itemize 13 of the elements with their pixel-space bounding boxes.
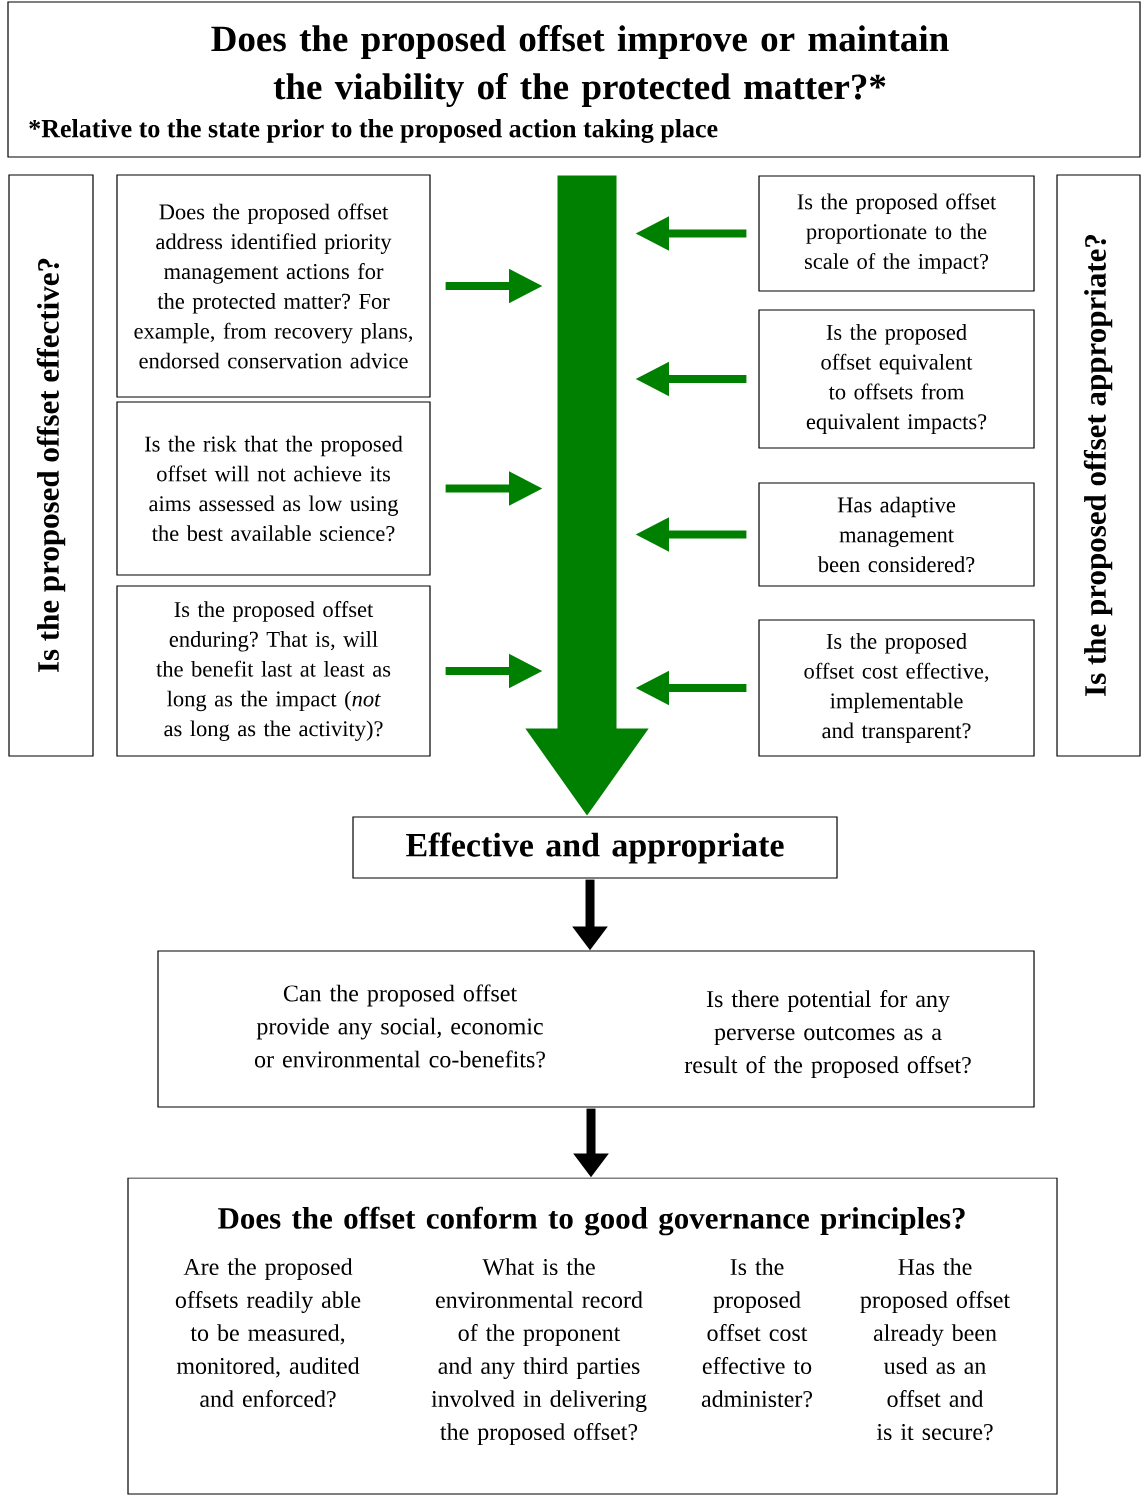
result-box: Effective and appropriate: [352, 816, 838, 879]
question-box: Is the proposed offset proportionate to the scale of the impact?: [758, 175, 1035, 292]
question-box: Is the proposed offset equivalent to offsets from equivalent impacts?: [758, 309, 1035, 449]
question-box: Can the proposed offset provide any social, economic or environmental co-benefits? Is there potential for any perverse outcomes as a result of the proposed offset?: [157, 950, 1035, 1108]
governance-panel: Does the offset conform to good governance principles? Are the proposed offsets readily able to be measured, monitored, audited and enforced? What is the environmental record of the proponent and any third parties involved in delivering the proposed offset? Is the proposed offset cost effective to administer? Has the proposed offset already been used as an offset and is it secure?: [127, 1177, 1058, 1495]
question-box: Is the proposed offset cost effective, implementable and transparent?: [758, 619, 1035, 757]
question-box: Is the risk that the proposed offset will not achieve its aims assessed as low using the best available science?: [116, 401, 431, 576]
question-box: Has adaptive management been considered?: [758, 482, 1035, 587]
title-box: Does the proposed offset improve or maintain the viability of the protected matter?* *Relative to the state prior to the proposed action taking place: [7, 1, 1141, 158]
side-band: Is the proposed offset effective?: [8, 174, 94, 757]
question-box: Does the proposed offset address identified priority management actions for the protected matter? For example, from recovery plans, endorsed conservation advice: [116, 174, 431, 398]
side-band: Is the proposed offset appropriate?: [1056, 174, 1141, 757]
question-box: Is the proposed offset enduring? That is, will the benefit last at least as long as the impact (not as long as the activity)?: [116, 585, 431, 757]
